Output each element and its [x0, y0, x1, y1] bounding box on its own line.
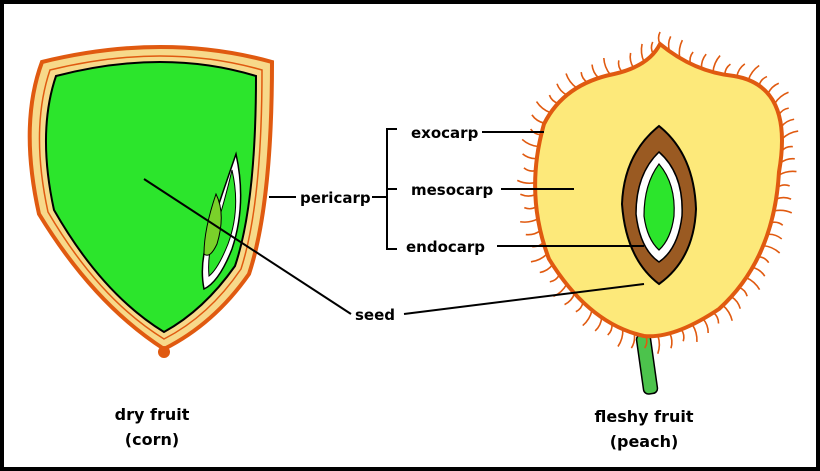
- peach-hair: [523, 154, 537, 159]
- peach-hair: [531, 254, 547, 262]
- peach-hair: [583, 310, 592, 325]
- peach-hair: [746, 278, 759, 290]
- peach-hair: [713, 56, 720, 73]
- fruit-anatomy-diagram: pericarp exocarp mesocarp endocarp seed …: [4, 4, 816, 467]
- fleshy-fruit-illustration: [517, 32, 798, 395]
- peach-hair: [679, 40, 682, 58]
- corn-tip: [158, 346, 170, 358]
- seed-label: seed: [355, 306, 395, 324]
- peach-hair: [595, 317, 602, 331]
- peach-hair: [537, 102, 551, 113]
- peach-hair: [522, 139, 539, 146]
- endocarp-label: endocarp: [406, 238, 485, 256]
- peach-hair: [753, 267, 765, 276]
- peach-hair: [618, 329, 623, 346]
- peach-hair: [703, 319, 708, 333]
- peach-hair: [779, 171, 797, 175]
- peach-hair: [774, 210, 792, 213]
- mesocarp-label: mesocarp: [411, 181, 493, 199]
- peach-hair: [630, 53, 633, 68]
- peach-hair: [782, 131, 798, 139]
- exocarp-label: exocarp: [411, 124, 479, 142]
- peach-hair: [565, 293, 575, 304]
- dry-fruit-subcaption: (corn): [125, 430, 179, 449]
- peach-hair: [767, 234, 781, 239]
- dry-fruit-caption: dry fruit: [115, 405, 190, 424]
- peach-hair: [532, 115, 545, 123]
- peach-hair: [768, 83, 779, 93]
- peach-hair: [520, 194, 535, 196]
- peach-hair: [670, 333, 672, 348]
- pericarp-label: pericarp: [300, 189, 371, 207]
- peach-hair: [641, 44, 644, 62]
- peach-hair: [775, 92, 789, 103]
- peach-hair: [723, 305, 732, 320]
- peach-hair: [604, 58, 611, 75]
- peach-hair: [557, 84, 567, 95]
- peach-hair: [763, 246, 779, 253]
- peach-hair: [517, 180, 535, 183]
- peach-hair: [631, 333, 634, 348]
- fleshy-fruit-subcaption: (peach): [610, 432, 679, 451]
- peach-hair: [520, 219, 538, 222]
- peach-hair: [781, 119, 794, 127]
- peach-hair: [592, 65, 599, 78]
- peach-hair: [776, 198, 791, 200]
- peach-hair: [748, 66, 759, 80]
- fleshy-fruit-caption: fleshy fruit: [595, 407, 694, 426]
- peach-hair: [737, 64, 745, 77]
- peach-hair: [566, 74, 577, 88]
- peach-hair: [540, 265, 553, 273]
- peach-hair: [526, 231, 540, 235]
- dry-fruit-illustration: [30, 47, 272, 358]
- peach-hair: [731, 297, 740, 309]
- peach-hair: [658, 336, 660, 354]
- peach-hair: [692, 325, 697, 342]
- peach-hair: [701, 54, 706, 68]
